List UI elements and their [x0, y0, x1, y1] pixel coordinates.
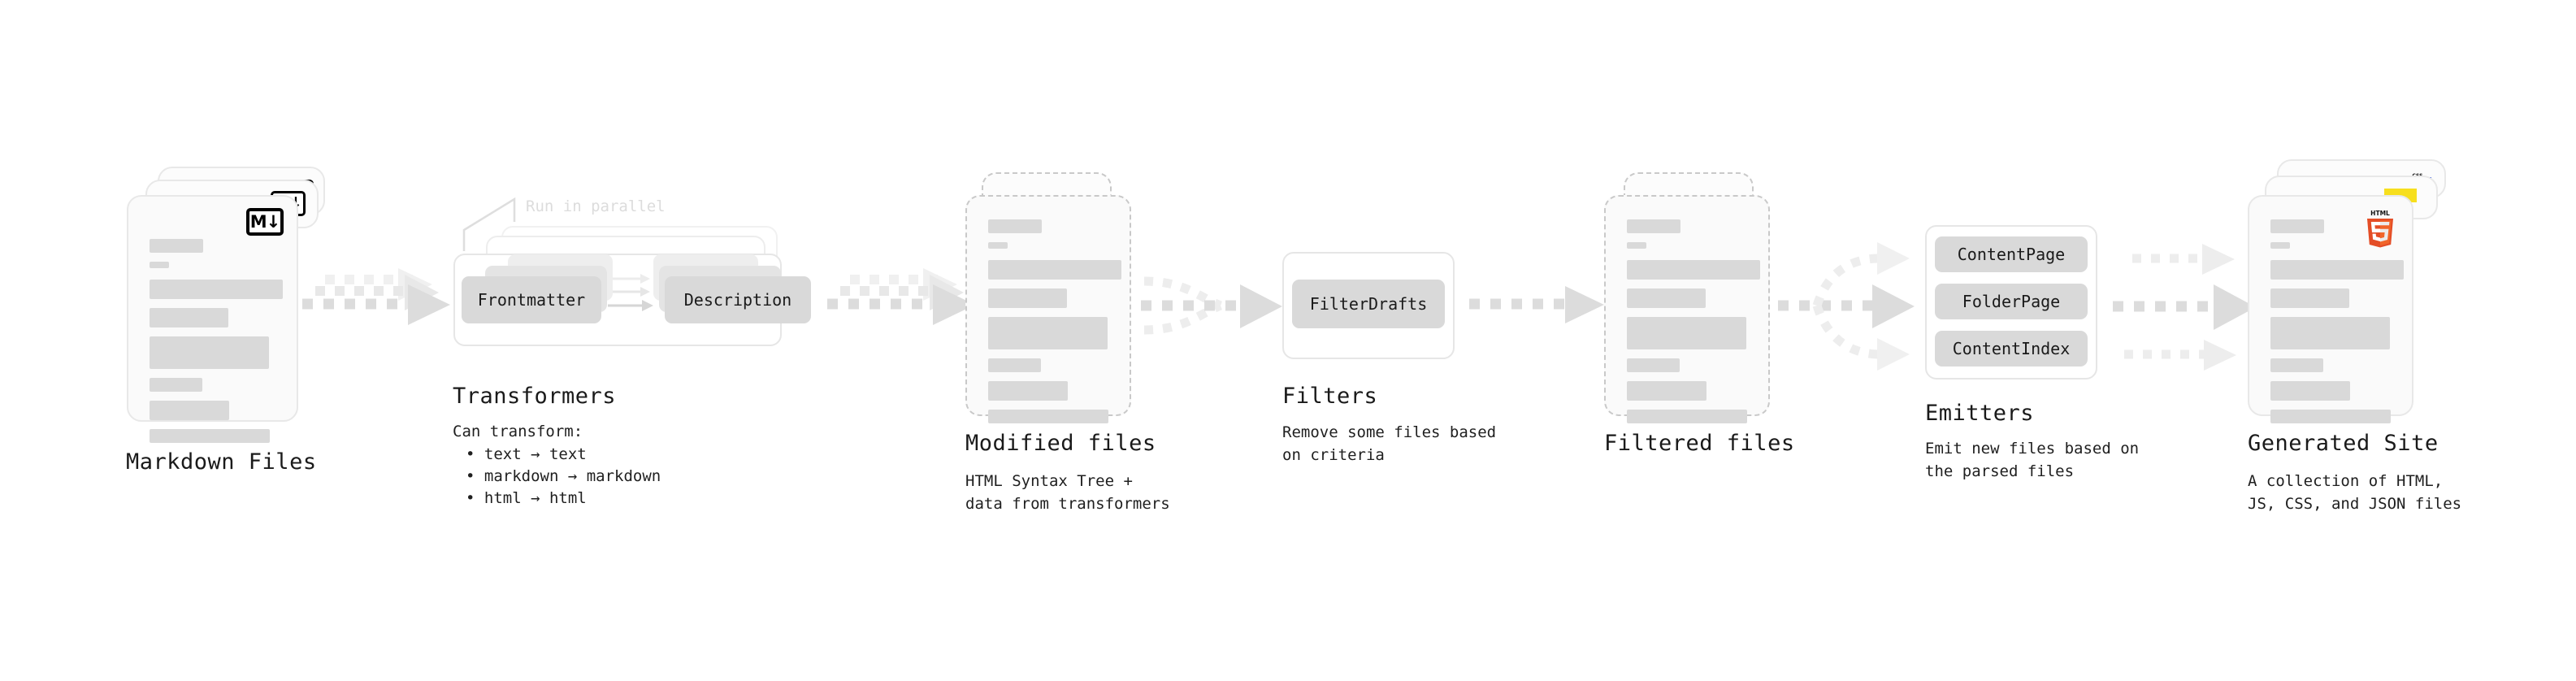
- generated-site-title: Generated Site: [2248, 431, 2439, 456]
- run-in-parallel-bracket: [462, 197, 516, 251]
- modified-files-subtitle: HTML Syntax Tree + data from transformer…: [965, 472, 1170, 514]
- connector-filters-to-filtered: [1469, 286, 1604, 323]
- placeholder-line: [1627, 317, 1746, 349]
- markdown-files-title: Markdown Files: [126, 449, 317, 475]
- dashed-trail-top: [2132, 244, 2235, 275]
- svg-text:HTML: HTML: [2370, 210, 2390, 217]
- placeholder-line: [988, 381, 1068, 401]
- modified-doc-placeholder-lines: [988, 219, 1121, 432]
- modified-doc-front: [965, 195, 1131, 423]
- placeholder-line: [150, 336, 269, 369]
- placeholder-line: [988, 358, 1041, 372]
- site-doc-front: HTML: [2248, 195, 2413, 423]
- transformers-list-item-0: • text → text: [466, 445, 587, 463]
- dashed-trail-main: [2113, 284, 2256, 330]
- placeholder-line: [2270, 317, 2390, 349]
- placeholder-line: [150, 239, 203, 253]
- dashed-trail-bottom: [2124, 340, 2236, 371]
- placeholder-line: [1627, 242, 1646, 249]
- arrow-head: [1240, 284, 1282, 328]
- connector-filtered-to-emitters: [1778, 242, 1915, 371]
- connector-modified-to-filters: [1141, 276, 1282, 335]
- filters-subtitle: Remove some files based on criteria: [1282, 423, 1497, 465]
- transformers-inner-arrows: [608, 274, 653, 311]
- inner-arrow-light: [613, 274, 650, 284]
- site-doc-placeholder-lines: [2270, 219, 2404, 432]
- placeholder-line: [1627, 410, 1747, 423]
- transformers-subtitle: Can transform:: [453, 423, 583, 440]
- dashed-trail-main: [302, 284, 450, 325]
- inner-arrow-mid: [613, 287, 650, 297]
- placeholder-line: [2270, 358, 2323, 372]
- placeholder-line: [2270, 381, 2350, 401]
- placeholder-line: [150, 308, 228, 327]
- connector-markdown-to-transformers: [302, 268, 450, 325]
- placeholder-line: [150, 378, 202, 392]
- placeholder-line: [988, 260, 1121, 280]
- placeholder-line: [988, 219, 1042, 233]
- transformers-list-item-2: • html → html: [466, 489, 587, 507]
- placeholder-line: [1627, 358, 1680, 372]
- placeholder-line: [1627, 260, 1760, 280]
- placeholder-line: [150, 262, 169, 268]
- html5-icon: HTML: [2367, 210, 2393, 248]
- placeholder-line: [1627, 288, 1706, 308]
- modified-files-title: Modified files: [965, 431, 1156, 456]
- placeholder-line: [150, 280, 283, 299]
- placeholder-line: [1627, 381, 1706, 401]
- filtered-doc-placeholder-lines: [1627, 219, 1760, 432]
- placeholder-line: [2270, 260, 2404, 280]
- markdown-doc-placeholder-lines: [150, 239, 283, 452]
- dashed-trail-main: [827, 284, 975, 325]
- placeholder-line: [2270, 410, 2391, 423]
- filter-chip-filterdrafts[interactable]: FilterDrafts: [1292, 280, 1445, 328]
- placeholder-line: [2270, 219, 2324, 233]
- run-in-parallel-label: Run in parallel: [526, 197, 666, 215]
- filters-title: Filters: [1282, 384, 1378, 409]
- filtered-files-title: Filtered files: [1604, 431, 1795, 456]
- transformers-title: Transformers: [453, 384, 617, 409]
- placeholder-line: [988, 317, 1108, 349]
- placeholder-line: [2270, 242, 2290, 249]
- connector-transformers-to-modified: [827, 268, 975, 325]
- transformer-chip-frontmatter[interactable]: Frontmatter: [462, 276, 601, 323]
- branch-top: [1812, 254, 1880, 307]
- arrow-head-top: [1877, 242, 1910, 275]
- inner-arrow-main: [608, 300, 653, 311]
- emitters-subtitle: Emit new files based on the parsed files: [1925, 440, 2140, 481]
- arrow-head-main: [1872, 284, 1915, 328]
- transformer-chip-description[interactable]: Description: [665, 276, 811, 323]
- filtered-doc-front: [1604, 195, 1770, 423]
- placeholder-line: [150, 401, 229, 420]
- markdown-icon: M↓: [246, 208, 284, 236]
- markdown-icon-glyph: M↓: [249, 211, 280, 232]
- markdown-doc-front: M↓: [127, 195, 298, 443]
- emitter-chip-contentindex[interactable]: ContentIndex: [1935, 331, 2088, 367]
- connector-emitters-to-site: [2113, 244, 2256, 371]
- placeholder-line: [988, 242, 1008, 249]
- placeholder-line: [988, 288, 1067, 308]
- arrow-head: [1565, 286, 1604, 323]
- placeholder-line: [988, 410, 1108, 423]
- placeholder-line: [2270, 288, 2349, 308]
- emitter-chip-contentpage[interactable]: ContentPage: [1935, 236, 2088, 272]
- transformers-list-item-1: • markdown → markdown: [466, 467, 661, 485]
- placeholder-line: [1627, 219, 1680, 233]
- branch-bottom: [1812, 304, 1880, 359]
- emitter-chip-folderpage[interactable]: FolderPage: [1935, 284, 2088, 319]
- generated-site-subtitle: A collection of HTML, JS, CSS, and JSON …: [2248, 472, 2462, 514]
- emitters-title: Emitters: [1925, 401, 2035, 426]
- placeholder-line: [150, 429, 270, 443]
- arrow-head-bottom: [1877, 338, 1910, 371]
